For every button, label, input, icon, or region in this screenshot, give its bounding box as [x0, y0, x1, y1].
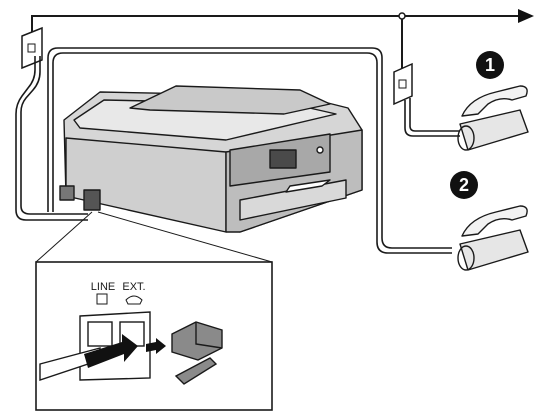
- ext-port-label: EXT.: [122, 281, 145, 293]
- wall-jack-icon: [21, 26, 43, 70]
- main-phone-line: [31, 15, 520, 78]
- remove-cap-arrow: [146, 338, 166, 354]
- callout-1-badge: [476, 51, 504, 79]
- callout-2-badge: [450, 171, 478, 199]
- plug-in-arrow: [84, 334, 138, 368]
- wall-jack-icon: [393, 62, 413, 106]
- callout-1-label: 1: [485, 55, 495, 75]
- line-junction: [398, 12, 406, 20]
- callout-2-label: 2: [459, 175, 469, 195]
- ext-cable: [47, 47, 452, 254]
- telephone-icon: [125, 295, 143, 305]
- phone-1-cable: [404, 98, 460, 137]
- phone-socket-icon: [96, 293, 108, 305]
- line-cable: [15, 56, 88, 221]
- telephone-icon: [457, 205, 529, 271]
- arrow-right-icon: [518, 9, 534, 23]
- printer-illustration: [59, 85, 363, 233]
- inset-connector: [35, 211, 273, 263]
- protective-cap: [171, 321, 223, 385]
- telephone-icon: [457, 85, 529, 151]
- line-port-label: LINE: [91, 281, 115, 293]
- port-detail-inset: LINE EXT.: [35, 261, 273, 411]
